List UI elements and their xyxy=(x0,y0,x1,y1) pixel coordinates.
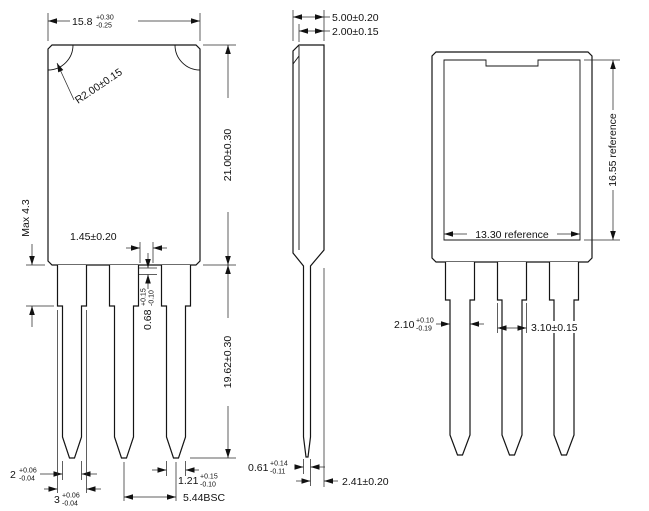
back-pin-width-plus: +0.10 xyxy=(416,318,434,325)
back-lead-1 xyxy=(444,262,476,456)
back-shoulder-width-label: 3.10±0.15 xyxy=(531,322,578,334)
dim-shoulder-width: 3 +0.06 -0.04 xyxy=(44,310,101,508)
lead-pitch-label: 5.44BSC xyxy=(183,492,225,504)
back-lead-3 xyxy=(548,262,580,456)
back-body-outline xyxy=(431,51,593,263)
side-outline xyxy=(292,44,325,458)
back-pad-outline xyxy=(443,59,581,241)
max-height-label: Max 4.3 xyxy=(20,199,32,237)
lead-step-plus: +0.15 xyxy=(141,288,148,306)
dim-total-thickness: 5.00±0.20 xyxy=(292,10,379,41)
dim-pad-height: 16.55 reference xyxy=(584,59,620,241)
back-view: 16.55 reference 13.30 reference 2.10 +0.… xyxy=(394,51,620,456)
shoulder-width-plus: +0.06 xyxy=(62,493,80,500)
pin-thickness-minus: -0.10 xyxy=(200,482,216,489)
pin-thickness-plus: +0.15 xyxy=(200,474,218,481)
dim-pin-thickness: 1.21 +0.15 -0.10 xyxy=(152,461,218,489)
lead-thickness-minus: -0.11 xyxy=(270,469,286,476)
front-corner-arc-left xyxy=(47,44,74,71)
dim-back-pin-width: 2.10 +0.10 -0.19 xyxy=(394,318,484,333)
dim-lead-thickness: 0.61 +0.14 -0.11 xyxy=(248,459,325,486)
side-view: 5.00±0.20 2.00±0.15 0.61 +0.14 -0.11 2.4… xyxy=(248,10,389,488)
lead-offset-label: 2.41±0.20 xyxy=(342,476,389,488)
front-corner-arc-right xyxy=(174,44,201,71)
dim-max-height: Max 4.3 xyxy=(20,199,54,327)
pin-width-minus: -0.04 xyxy=(19,476,35,483)
front-view: 15.8 +0.30 -0.25 R2.00±0.15 21.00±0.30 1… xyxy=(10,13,236,508)
front-body-outline xyxy=(47,44,201,266)
lead-length-label: 19.62±0.30 xyxy=(222,336,234,389)
dim-tab-thickness: 2.00±0.15 xyxy=(298,24,379,42)
pad-width-label: 13.30 reference xyxy=(475,229,549,241)
dim-lead-pitch: 5.44BSC xyxy=(123,462,225,504)
dim-front-width: 15.8 +0.30 -0.25 xyxy=(47,13,201,41)
dim-lead-offset: 2.41±0.20 xyxy=(296,268,389,488)
back-pin-width-minus: -0.19 xyxy=(416,326,432,333)
lead-thickness-value: 0.61 xyxy=(248,462,269,474)
front-width-plus: +0.30 xyxy=(96,15,114,22)
front-width-minus: -0.25 xyxy=(96,23,112,30)
front-width-value: 15.8 xyxy=(72,16,93,28)
lead-thickness-plus: +0.14 xyxy=(270,461,288,468)
pad-height-label: 16.55 reference xyxy=(607,113,619,187)
dim-body-height: 21.00±0.30 xyxy=(203,44,236,266)
side-chamfer-line xyxy=(292,55,300,65)
shoulder-width-minus: -0.04 xyxy=(62,501,78,508)
back-pin-width-value: 2.10 xyxy=(394,319,415,331)
front-lead-2 xyxy=(108,265,140,459)
pin-thickness-value: 1.21 xyxy=(178,475,199,487)
front-lead-1 xyxy=(56,265,88,459)
body-height-label: 21.00±0.30 xyxy=(222,129,234,182)
lead-step-value: 0.68 xyxy=(142,309,154,330)
dim-lead-step: 0.68 +0.15 -0.10 xyxy=(139,253,157,330)
lead-gap-label: 1.45±0.20 xyxy=(70,231,117,243)
dim-lead-gap: 1.45±0.20 xyxy=(70,231,167,263)
dim-pin-width: 2 +0.06 -0.04 xyxy=(10,461,97,483)
lead-step-minus: -0.10 xyxy=(149,290,156,306)
dim-lead-length: 19.62±0.30 xyxy=(190,265,236,459)
shoulder-width-value: 3 xyxy=(54,494,60,506)
total-thickness-label: 5.00±0.20 xyxy=(332,12,379,24)
pin-width-value: 2 xyxy=(10,469,16,481)
dim-pad-width: 13.30 reference xyxy=(444,229,580,241)
back-lead-2 xyxy=(496,262,528,456)
pin-width-plus: +0.06 xyxy=(19,468,37,475)
tab-thickness-label: 2.00±0.15 xyxy=(332,26,379,38)
front-lead-3 xyxy=(160,265,192,459)
dim-back-shoulder-width: 3.10±0.15 xyxy=(497,303,587,334)
